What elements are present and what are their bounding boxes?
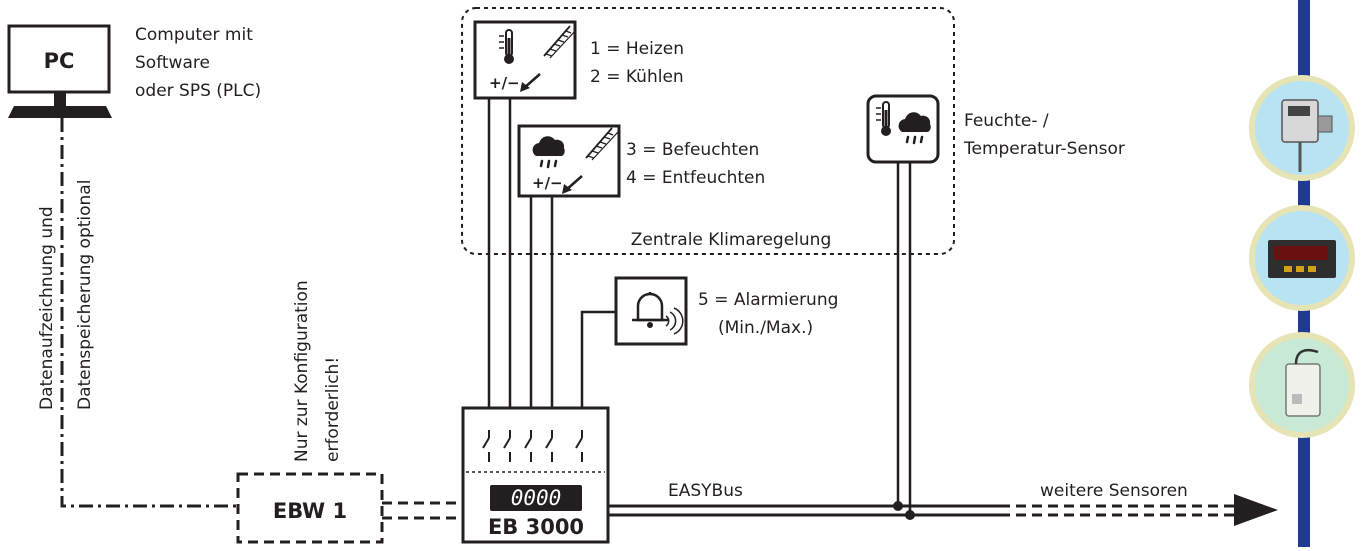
easybus-line xyxy=(608,504,1000,517)
device-display-photo xyxy=(1249,205,1355,311)
humidify-line-2: 4 = Entfeuchten xyxy=(626,168,765,188)
sensor-junction xyxy=(893,501,903,511)
sensor-line-2: Temperatur-Sensor xyxy=(963,139,1125,159)
ebw1-box xyxy=(236,472,384,544)
ebw1-label: EBW 1 xyxy=(273,499,347,523)
relay-wires xyxy=(487,98,912,515)
humidify-line-1: 3 = Befeuchten xyxy=(626,140,759,160)
eb3000-module: 0000 EB 3000 xyxy=(461,406,610,544)
device-strip xyxy=(1249,0,1355,547)
easybus-label: EASYBus xyxy=(668,481,743,501)
optional-logging-link xyxy=(60,118,238,508)
config-note-line-2: erforderlich! xyxy=(323,357,343,462)
pc-caption-line-1: Computer mit xyxy=(135,25,253,45)
further-sensors-label: weitere Sensoren xyxy=(1040,481,1188,501)
sensor-junction xyxy=(905,510,915,520)
alarm-line-2: (Min./Max.) xyxy=(718,318,813,338)
humidify-sign: +/− xyxy=(532,174,563,192)
config-note-line-1: Nur zur Konfiguration xyxy=(292,280,312,462)
heating-line-2: 2 = Kühlen xyxy=(590,67,684,87)
eb3000-display-value: 0000 xyxy=(511,486,562,510)
config-link xyxy=(382,501,463,520)
pc-monitor: PC xyxy=(7,24,112,118)
climate-control-group xyxy=(461,7,955,255)
heating-sign: +/− xyxy=(489,74,520,92)
bell-icon xyxy=(632,292,684,335)
alarm-line-1: 5 = Alarmierung xyxy=(698,290,838,310)
further-sensors-link xyxy=(1000,504,1240,517)
pc-caption-line-3: oder SPS (PLC) xyxy=(135,81,261,101)
eb3000-display xyxy=(490,485,582,511)
climate-control-label: Zentrale Klimaregelung xyxy=(631,230,832,250)
device-sensor-photo xyxy=(1249,75,1355,181)
sensor-line-1: Feuchte- / xyxy=(964,111,1049,131)
alarm-box xyxy=(614,276,688,346)
device-module-photo xyxy=(1249,332,1355,438)
humidity-temperature-sensor xyxy=(866,94,940,164)
datalog-line-2: Datenspeicherung optional xyxy=(75,180,95,410)
eb3000-label: EB 3000 xyxy=(488,515,584,539)
pc-title: PC xyxy=(44,49,75,73)
pc-caption-line-2: Software xyxy=(135,53,210,73)
humidify-box: +/− xyxy=(517,124,621,198)
arrow-right-icon xyxy=(1234,494,1278,526)
heating-cooling-box: +/− xyxy=(473,20,578,100)
datalog-line-1: Datenaufzeichnung und xyxy=(37,206,57,410)
monitor-icon xyxy=(7,24,111,94)
heating-line-1: 1 = Heizen xyxy=(590,39,684,59)
